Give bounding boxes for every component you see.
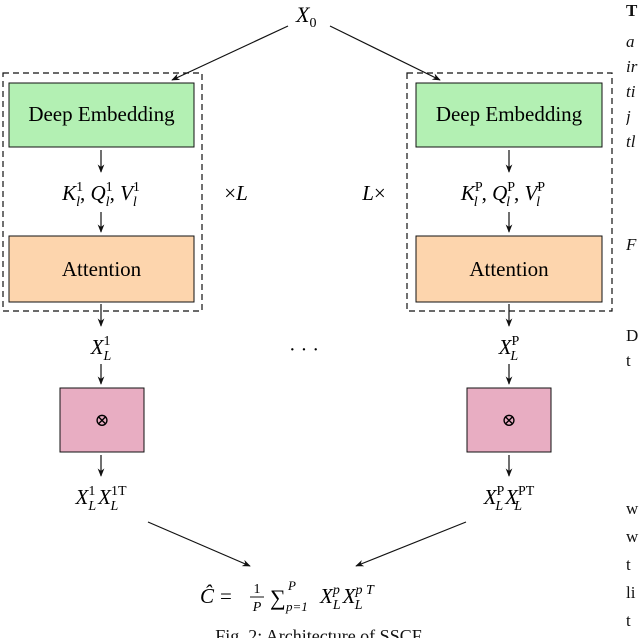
right-repeat-count: L× — [361, 181, 386, 205]
left-deep-embedding-label: Deep Embedding — [28, 102, 175, 126]
side-text-8: D — [626, 327, 639, 344]
right-attention-label: Attention — [469, 257, 549, 281]
side-text-13: li — [626, 584, 636, 601]
left-outer-product-icon: ⊗ — [94, 410, 109, 430]
side-text-5: j — [626, 108, 631, 125]
side-text-3: ir — [626, 58, 638, 75]
left-attention-label: Attention — [62, 257, 142, 281]
svg-text:1: 1 — [254, 582, 261, 597]
left-repeat-count: ×L — [224, 181, 248, 205]
right-product-box — [466, 387, 552, 453]
right-deep-embedding-box — [415, 82, 603, 148]
figure-caption: Fig. 2: Architecture of SSCF. — [215, 626, 425, 638]
left-product-box — [59, 387, 145, 453]
side-text-9: t — [626, 352, 631, 369]
side-text-1: T — [626, 2, 638, 19]
side-text-12: t — [626, 556, 631, 573]
right-attention-box — [415, 235, 603, 303]
side-text-2: a — [626, 33, 635, 50]
left-deep-embedding-box — [8, 82, 195, 148]
input-node-label: X0 — [295, 2, 316, 31]
svg-text:∑: ∑ — [270, 585, 286, 610]
arrow-right-gram-to-result — [355, 521, 467, 567]
right-outer-product-icon: ⊗ — [501, 410, 516, 430]
svg-text:p=1: p=1 — [285, 599, 308, 614]
left-attention-box — [8, 235, 195, 303]
side-text-11: w — [626, 528, 639, 545]
side-text-6: tl — [626, 133, 636, 150]
svg-text:Ĉ=: Ĉ= — [200, 584, 232, 608]
side-text-7: F — [626, 236, 637, 253]
arrow-x0-to-right — [329, 25, 441, 81]
svg-text:P: P — [252, 600, 262, 615]
svg-text:P: P — [287, 578, 296, 593]
left-repeat-group — [2, 72, 203, 312]
side-text-10: w — [626, 500, 639, 517]
side-text-14: t — [626, 612, 631, 629]
right-deep-embedding-label: Deep Embedding — [436, 102, 583, 126]
side-text-4: ti — [626, 83, 636, 100]
branch-ellipsis: · · · — [289, 339, 319, 361]
arrow-x0-to-left — [171, 25, 289, 81]
arrow-left-gram-to-result — [147, 521, 251, 567]
